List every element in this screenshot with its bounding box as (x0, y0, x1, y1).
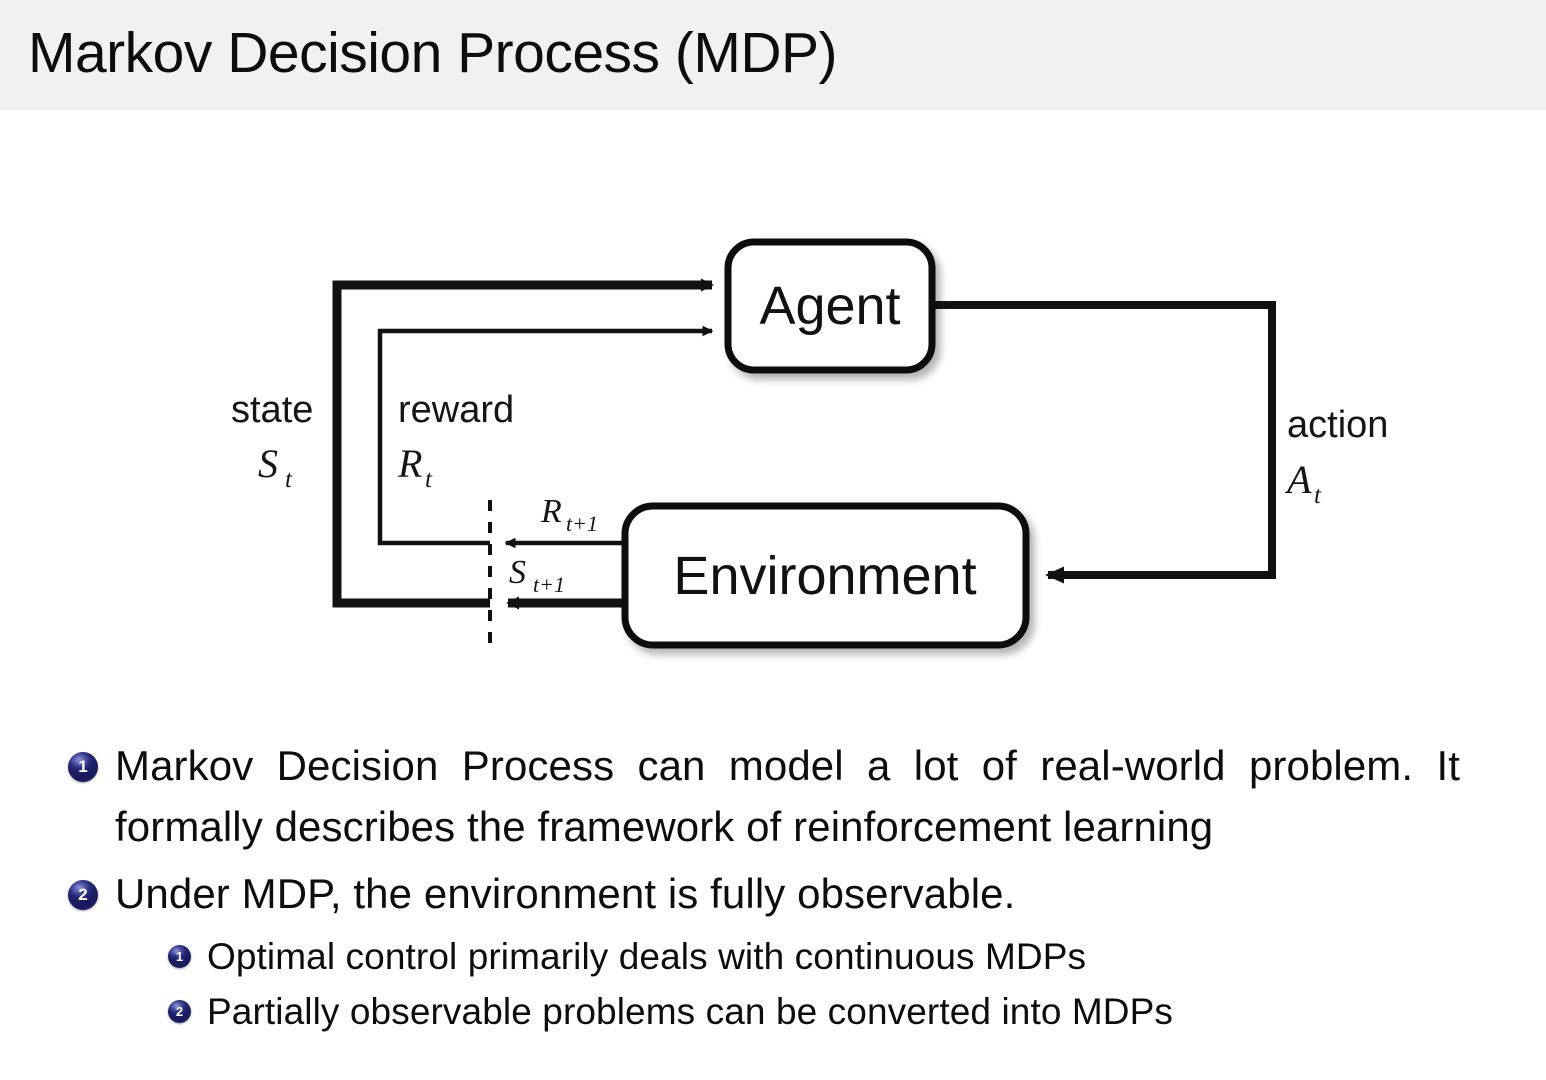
page-title: Markov Decision Process (MDP) (28, 21, 838, 85)
state-label-subscript: t (285, 466, 293, 493)
slide-header-bar: Markov Decision Process (MDP) (0, 0, 1546, 110)
sub-list-item-text: Optimal control primarily deals with con… (207, 936, 1087, 977)
list-item: 2 Under MDP, the environment is fully ob… (0, 863, 1546, 924)
bullet-marker-numbered: 2 (68, 880, 98, 910)
sub-list-item: 1 Optimal control primarily deals with c… (0, 930, 1546, 983)
action-label-symbol: A (1284, 457, 1312, 502)
reward-label-symbol: R (397, 441, 422, 486)
reward-label-subscript: t (425, 466, 433, 493)
reward-label-word: reward (398, 389, 514, 431)
list-item: 1 Markov Decision Process can model a lo… (0, 735, 1546, 857)
next-reward-symbol: R (540, 493, 562, 530)
list-item-text: Under MDP, the environment is fully obse… (115, 870, 1016, 917)
sub-list-item: 2 Partially observable problems can be c… (0, 985, 1546, 1038)
next-reward-subscript: t+1 (566, 511, 598, 536)
action-label-group: action A t (1284, 404, 1388, 509)
next-state-subscript: t+1 (533, 572, 565, 597)
reward-label-group: reward R t (397, 389, 514, 493)
bullet-marker-numbered: 2 (168, 1000, 191, 1023)
bullet-marker-numbered: 1 (168, 945, 191, 968)
agent-environment-loop-diagram: Agent Environment state S t reward R t a… (0, 110, 1546, 720)
reward-feedback-path (377, 325, 714, 546)
environment-box-label: Environment (673, 546, 976, 606)
action-path (932, 301, 1276, 584)
agent-box: Agent (724, 238, 936, 374)
action-label-word: action (1287, 404, 1388, 446)
state-feedback-path (332, 278, 714, 608)
bullet-marker-numbered: 1 (68, 752, 98, 782)
bullet-list: 1 Markov Decision Process can model a lo… (0, 735, 1546, 1040)
environment-box: Environment (621, 502, 1030, 649)
next-reward-label-group: R t+1 (540, 493, 598, 536)
next-state-label-group: S t+1 (509, 554, 565, 597)
state-label-symbol: S (258, 441, 278, 486)
state-label-word: state (231, 389, 313, 431)
state-label-group: state S t (231, 389, 313, 493)
sub-list-item-text: Partially observable problems can be con… (207, 991, 1174, 1032)
action-label-subscript: t (1314, 482, 1322, 509)
list-item-text: Markov Decision Process can model a lot … (115, 742, 1460, 850)
next-state-symbol: S (509, 554, 526, 591)
agent-box-label: Agent (759, 276, 900, 336)
